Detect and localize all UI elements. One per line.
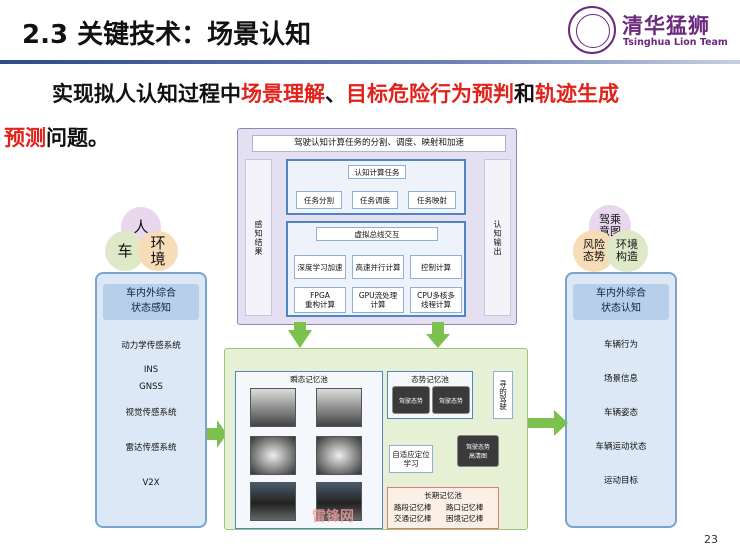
hardware-item: GPU流处理 计算 bbox=[352, 287, 404, 313]
subtitle-highlight: 轨迹生成 bbox=[535, 82, 619, 106]
flow-arrows bbox=[288, 322, 450, 348]
list-item: INS bbox=[143, 365, 159, 375]
road-image bbox=[316, 482, 362, 521]
subtitle-highlight: 目标危险行为预判 bbox=[346, 82, 514, 106]
slide-title: 2.3 关键技术：场景认知 bbox=[22, 20, 312, 50]
instant-memory: 瞬态记忆池 bbox=[235, 371, 383, 529]
hardware-item: FPGA 重构计算 bbox=[294, 287, 346, 313]
perception-result-label: 感知结果 bbox=[245, 159, 272, 316]
watermark: 雷锋网 bbox=[312, 509, 354, 525]
list-item: 动力学传感系统 bbox=[121, 341, 181, 351]
memory-stick: 路段记忆棒 bbox=[394, 503, 432, 512]
memory-stick: 交通记忆棒 bbox=[394, 514, 432, 523]
instant-memory-label: 瞬态记忆池 bbox=[290, 375, 328, 384]
task-item: 任务映射 bbox=[408, 191, 456, 209]
arrow-right-icon bbox=[528, 410, 568, 436]
list-item: 运动目标 bbox=[603, 476, 638, 486]
logo-text-en: Tsinghua Lion Team bbox=[623, 37, 728, 48]
page-number: 23 bbox=[704, 533, 718, 546]
circle-env-structure: 环境 构造 bbox=[606, 230, 648, 272]
virtual-bus: 虚拟总线交互 bbox=[316, 227, 438, 241]
subtitle-highlight: 预测 bbox=[4, 126, 46, 150]
hardware-item: CPU多核多 线程计算 bbox=[410, 287, 462, 313]
slide-header: 2.3 关键技术：场景认知 清华猛狮 Tsinghua Lion Team bbox=[0, 0, 740, 64]
task-item: 任务分割 bbox=[296, 191, 342, 209]
sensor-image bbox=[250, 388, 296, 427]
compute-group: 虚拟总线交互 深度学习加速 高速并行计算 控制计算 FPGA 重构计算 GPU流… bbox=[286, 221, 466, 317]
task-item: 任务调度 bbox=[352, 191, 398, 209]
list-item: 场景信息 bbox=[603, 374, 638, 384]
header-divider bbox=[0, 60, 740, 64]
list-item: 车辆运动状态 bbox=[595, 442, 647, 452]
list-item: 雷达传感系统 bbox=[125, 443, 177, 453]
tsinghua-emblem-icon bbox=[568, 6, 616, 54]
arrow-down-icon bbox=[426, 322, 450, 348]
subtitle-text: 、 bbox=[325, 82, 346, 106]
sensor-image bbox=[250, 436, 296, 475]
list-item: 车辆姿态 bbox=[603, 408, 638, 418]
computing-task-box: 驾驶认知计算任务的分割、调度、映射和加速 感知结果 认知输出 认知计算任务 任务… bbox=[237, 128, 517, 325]
situation-cell: 驾驶态势 bbox=[432, 386, 470, 414]
compute-item: 控制计算 bbox=[410, 255, 462, 279]
situation-memory-label: 态势记忆池 bbox=[411, 375, 449, 384]
list-item: V2X bbox=[142, 478, 160, 488]
compute-item: 深度学习加速 bbox=[294, 255, 346, 279]
logo-text-cn: 清华猛狮 bbox=[622, 14, 710, 38]
circle-environment: 环 境 bbox=[138, 231, 178, 271]
cognition-output-label: 认知输出 bbox=[484, 159, 511, 316]
road-image bbox=[250, 482, 296, 521]
computing-task-title: 驾驶认知计算任务的分割、调度、映射和加速 bbox=[252, 135, 506, 152]
perception-panel: 车内外综合 状态感知 动力学传感系统 INS GNSS 视觉传感系统 雷达传感系… bbox=[95, 272, 207, 528]
seeking-driving: 寻的驾驶 bbox=[493, 371, 513, 419]
task-title: 认知计算任务 bbox=[348, 165, 406, 179]
memory-stick: 路口记忆棒 bbox=[446, 503, 484, 512]
cognition-panel: 车内外综合 状态认知 车辆行为 场景信息 车辆姿态 车辆运动状态 运动目标 bbox=[565, 272, 677, 528]
longterm-memory: 长期记忆池 路段记忆棒 路口记忆棒 交通记忆棒 困境记忆棒 bbox=[387, 487, 499, 529]
arrow-up-icon bbox=[288, 322, 312, 348]
subtitle-text: 实现拟人认知过程中 bbox=[52, 82, 241, 106]
situation-cell: 驾驶态势 bbox=[392, 386, 430, 414]
sensor-image bbox=[316, 388, 362, 427]
situation-memory: 态势记忆池 驾驶态势 驾驶态势 bbox=[387, 371, 473, 419]
list-item: 视觉传感系统 bbox=[125, 408, 177, 418]
subtitle-text: 和 bbox=[514, 82, 535, 106]
compute-item: 高速并行计算 bbox=[352, 255, 404, 279]
memory-stick: 困境记忆棒 bbox=[446, 514, 484, 523]
subtitle-text: 问题。 bbox=[46, 126, 109, 150]
cognition-panel-title: 车内外综合 状态认知 bbox=[573, 284, 669, 320]
list-item: 车辆行为 bbox=[603, 340, 638, 350]
longterm-memory-label: 长期记忆池 bbox=[424, 491, 462, 500]
subtitle-highlight: 场景理解 bbox=[241, 82, 325, 106]
hd-map-cell: 驾驶态势 高清图 bbox=[457, 435, 499, 467]
perception-panel-title: 车内外综合 状态感知 bbox=[103, 284, 199, 320]
arrow-right-icon bbox=[207, 420, 227, 448]
sensor-image bbox=[316, 436, 362, 475]
adaptive-learning: 自适应定位 学习 bbox=[389, 445, 433, 473]
list-item: GNSS bbox=[139, 382, 163, 392]
memory-pool-box: 瞬态记忆池 态势记忆池 驾驶态势 驾驶态势 自适应定位 学习 驾驶态势 高清图 … bbox=[224, 348, 528, 530]
task-group: 认知计算任务 任务分割 任务调度 任务映射 bbox=[286, 159, 466, 215]
